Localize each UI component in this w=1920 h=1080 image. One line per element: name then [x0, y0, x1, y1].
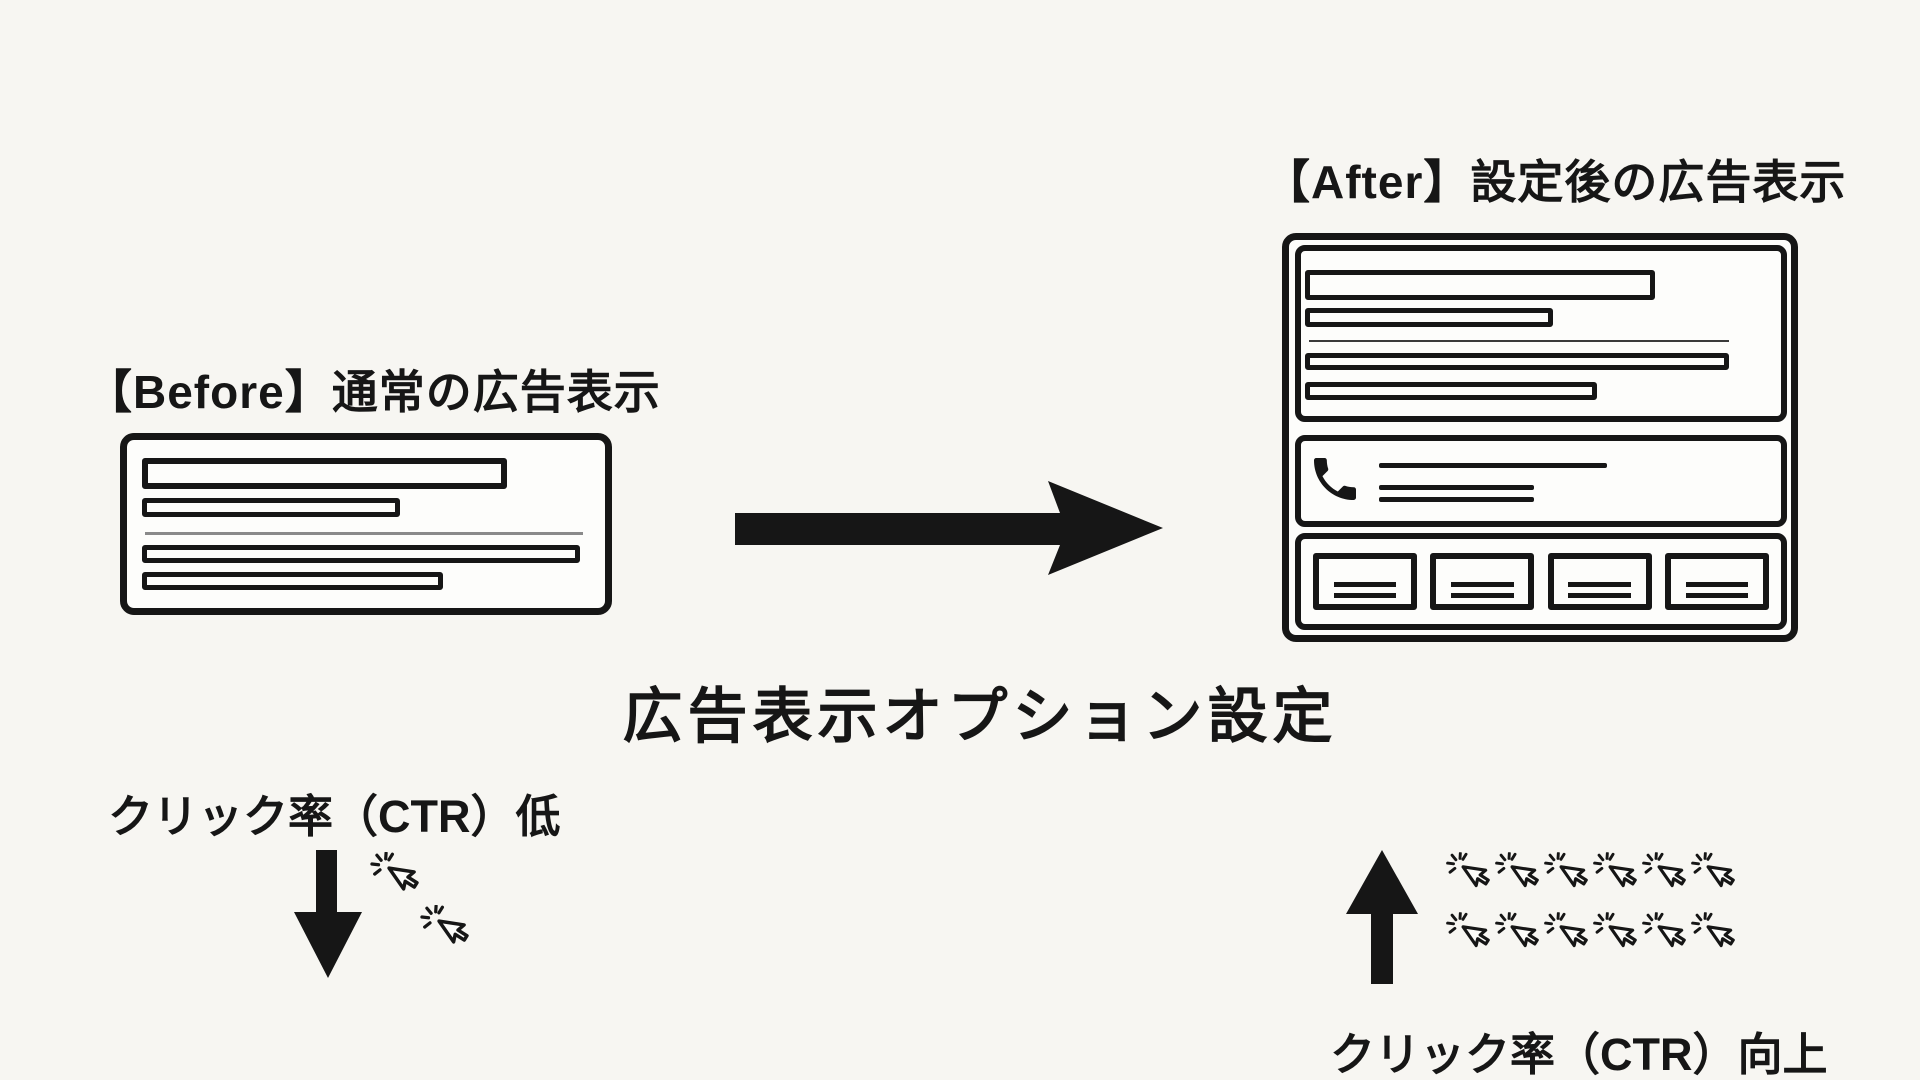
after-divider [1309, 340, 1729, 342]
call-extension-section [1295, 435, 1787, 527]
phone-text-line-3 [1379, 497, 1534, 502]
sitelink-line-2 [1333, 593, 1397, 598]
center-caption: 広告表示オプション設定 [622, 683, 1338, 750]
after-ad-mockup [1282, 233, 1798, 642]
before-ad-mockup [120, 433, 612, 615]
few-clicks-cursors [368, 852, 508, 992]
click-cursor-icon [1591, 912, 1638, 964]
click-cursor-icon [1493, 912, 1540, 964]
down-arrow-icon [294, 850, 362, 978]
click-cursor-icon [1689, 912, 1736, 964]
click-cursor-icon [1493, 852, 1540, 904]
after-title: 【After】設定後の広告表示 [1264, 156, 1847, 208]
click-cursor-icon [1591, 852, 1638, 904]
click-cursor-icon [1444, 912, 1491, 964]
phone-text-line-1 [1379, 463, 1607, 468]
click-cursor-icon [1542, 912, 1589, 964]
after-description-bar-1 [1305, 353, 1729, 370]
click-cursor-icon [1542, 852, 1589, 904]
before-title: 【Before】通常の広告表示 [86, 366, 661, 418]
ctr-up-label: クリック率（CTR）向上 [1330, 1029, 1828, 1080]
sitelink-line-1 [1451, 582, 1514, 587]
phone-icon [1314, 458, 1356, 500]
sitelink-line-1 [1568, 582, 1631, 587]
before-description-bar-1 [142, 545, 580, 563]
click-cursor-icon [1640, 912, 1687, 964]
click-cursor-icon [418, 905, 470, 962]
sitelink-box [1430, 553, 1535, 610]
after-headline-bar-2 [1305, 308, 1553, 327]
click-cursor-icon [1640, 852, 1687, 904]
up-arrow-icon [1346, 850, 1418, 984]
click-cursor-icon [1689, 852, 1736, 904]
phone-text-line-2 [1379, 485, 1534, 490]
sitelink-line-2 [1568, 593, 1631, 598]
sitelink-line-1 [1685, 582, 1749, 587]
after-main-ad-section [1295, 245, 1787, 422]
right-arrow-icon [735, 481, 1163, 575]
before-headline-bar-1 [142, 458, 507, 489]
sitelink-box [1547, 553, 1652, 610]
before-divider [145, 532, 583, 535]
after-headline-bar-1 [1305, 270, 1655, 300]
ctr-low-label: クリック率（CTR）低 [108, 791, 561, 842]
click-cursor-icon [1444, 852, 1491, 904]
many-clicks-cursors [1444, 852, 1744, 964]
sitelinks-section [1295, 533, 1787, 630]
sitelink-line-2 [1685, 593, 1749, 598]
click-cursor-icon [368, 852, 420, 909]
sitelink-line-2 [1451, 593, 1514, 598]
sitelink-box [1664, 553, 1769, 610]
after-description-bar-2 [1305, 382, 1597, 400]
before-headline-bar-2 [142, 498, 400, 517]
sitelink-box [1313, 553, 1417, 610]
sitelink-line-1 [1333, 582, 1397, 587]
before-description-bar-2 [142, 572, 443, 590]
